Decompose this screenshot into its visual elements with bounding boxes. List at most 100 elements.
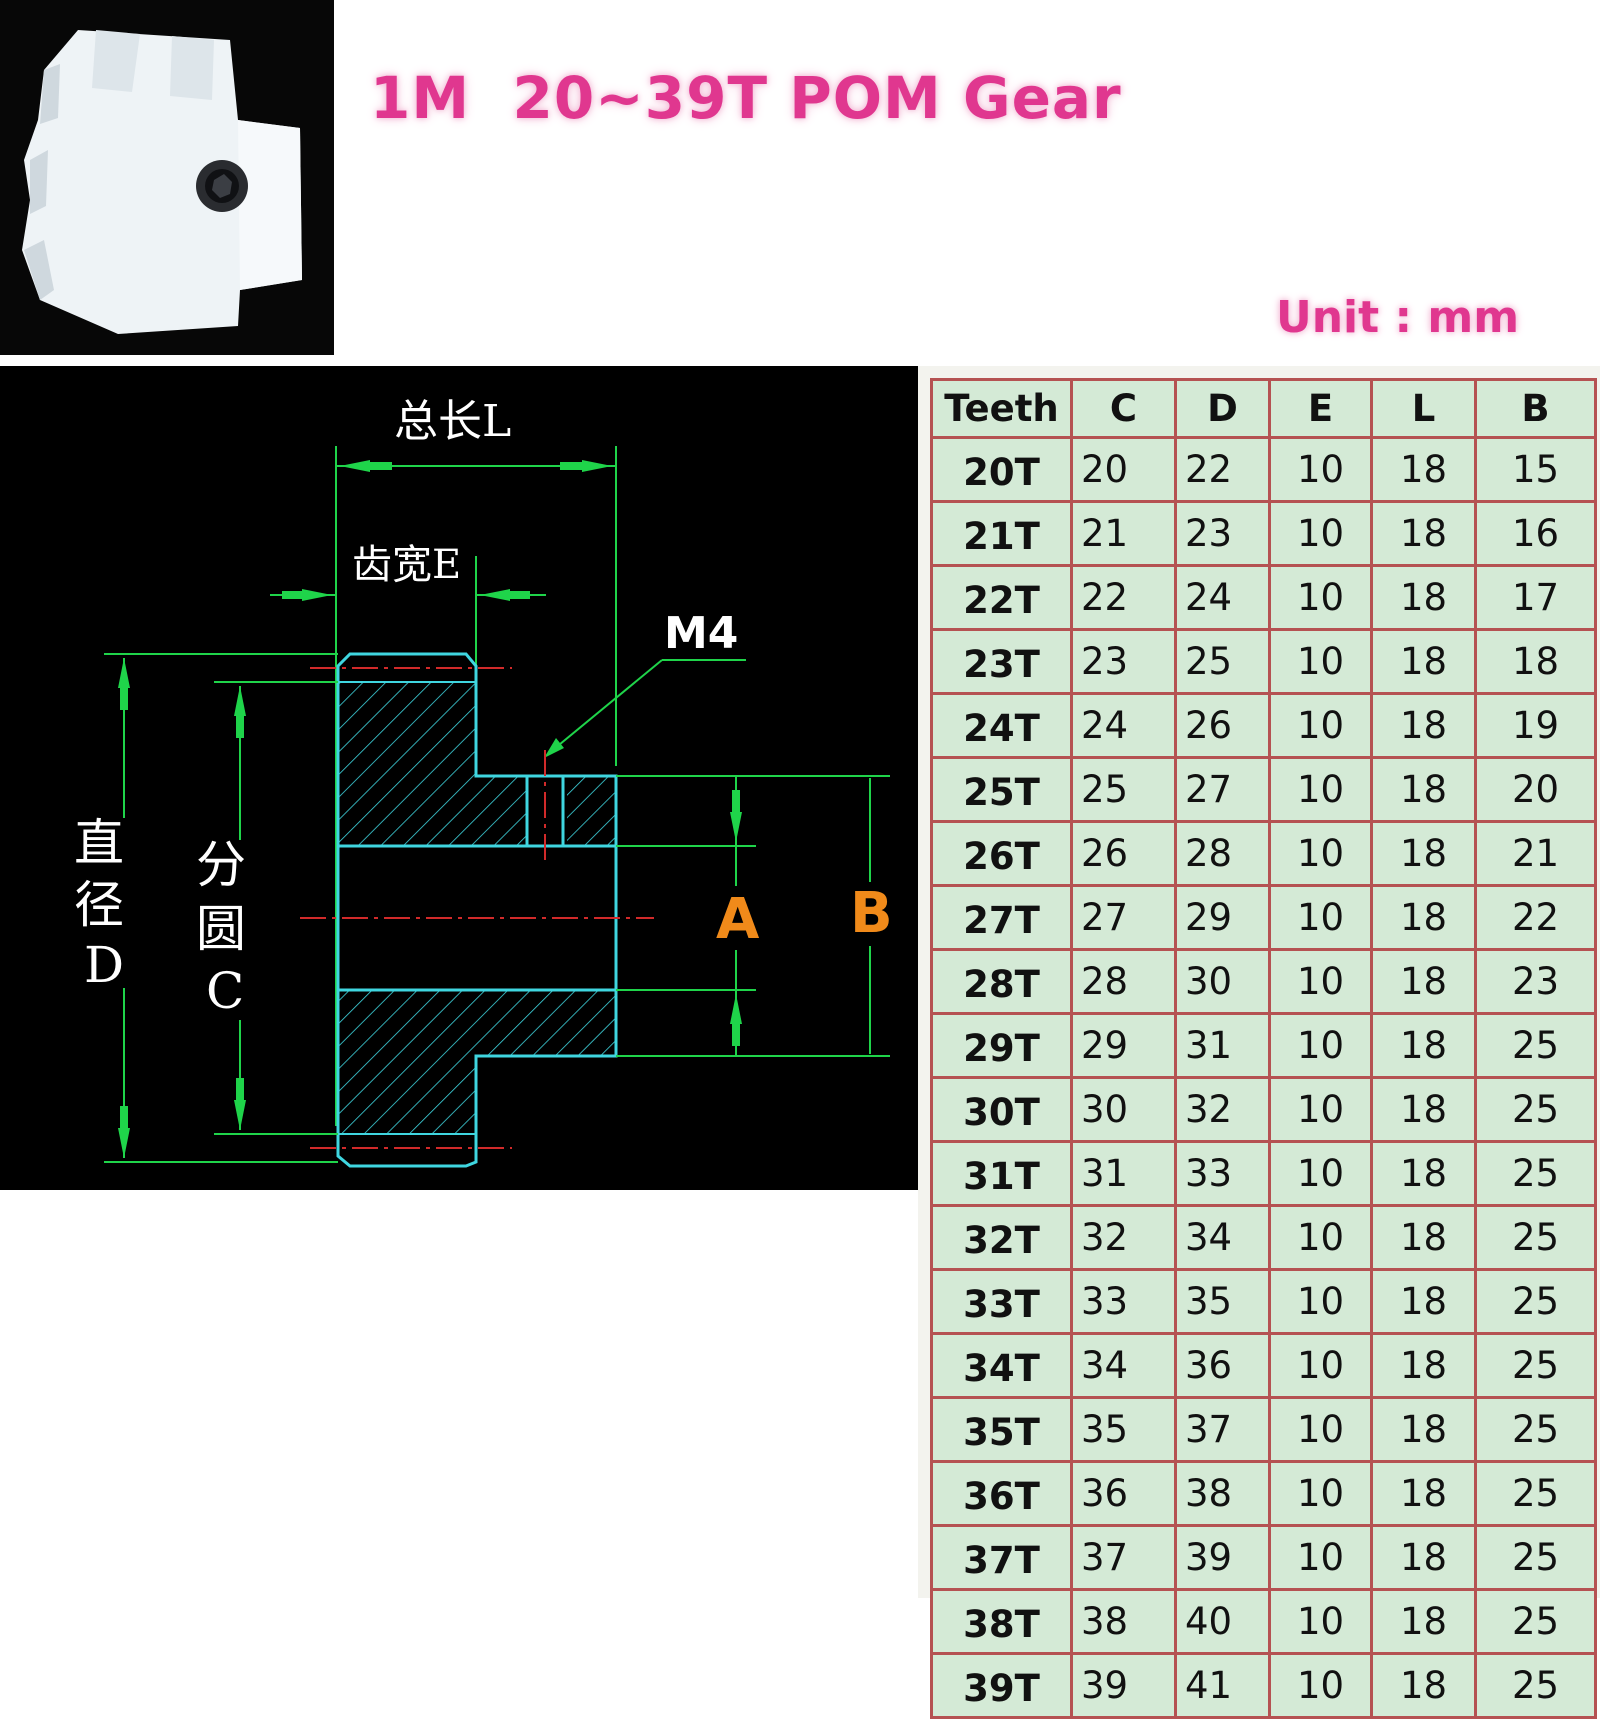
cell-d: 26 xyxy=(1174,692,1271,759)
cell-c: 39 xyxy=(1070,1652,1177,1719)
dimension-a: A xyxy=(616,776,760,1056)
cell-e: 10 xyxy=(1268,884,1373,951)
header-teeth: Teeth xyxy=(930,378,1073,439)
dimension-pitch: 分 圆 C xyxy=(192,681,338,1135)
cell-e: 10 xyxy=(1268,1012,1373,1079)
cell-teeth: 23T xyxy=(930,628,1073,695)
cell-c: 25 xyxy=(1070,756,1177,823)
dimension-tooth-width: 齿宽E xyxy=(270,542,546,666)
cell-d: 37 xyxy=(1174,1396,1271,1463)
cell-teeth: 21T xyxy=(930,500,1073,567)
cell-d: 34 xyxy=(1174,1204,1271,1271)
center-lines xyxy=(300,667,654,1149)
cell-c: 32 xyxy=(1070,1204,1177,1271)
product-photo xyxy=(0,0,334,355)
cell-e: 10 xyxy=(1268,628,1373,695)
cell-c: 22 xyxy=(1070,564,1177,631)
cell-d: 31 xyxy=(1174,1012,1271,1079)
cell-e: 10 xyxy=(1268,1460,1373,1527)
cell-d: 25 xyxy=(1174,628,1271,695)
dimension-diameter: 直 径 D xyxy=(72,653,338,1163)
cell-d: 41 xyxy=(1174,1652,1271,1719)
cell-b: 25 xyxy=(1474,1076,1597,1143)
cell-teeth: 31T xyxy=(930,1140,1073,1207)
cell-l: 18 xyxy=(1370,1268,1477,1335)
cell-l: 18 xyxy=(1370,1140,1477,1207)
cell-e: 10 xyxy=(1268,500,1373,567)
cell-l: 18 xyxy=(1370,500,1477,567)
label-pitch-1: 分 xyxy=(196,836,246,894)
cell-c: 31 xyxy=(1070,1140,1177,1207)
header-e: E xyxy=(1268,378,1373,439)
cell-teeth: 39T xyxy=(930,1652,1073,1719)
cell-teeth: 24T xyxy=(930,692,1073,759)
cell-d: 40 xyxy=(1174,1588,1271,1655)
cell-e: 10 xyxy=(1268,948,1373,1015)
cell-c: 36 xyxy=(1070,1460,1177,1527)
label-pitch-2: 圆 xyxy=(196,900,246,958)
cell-c: 21 xyxy=(1070,500,1177,567)
cell-l: 18 xyxy=(1370,1588,1477,1655)
label-b: B xyxy=(850,881,893,946)
cell-d: 35 xyxy=(1174,1268,1271,1335)
cell-d: 27 xyxy=(1174,756,1271,823)
cell-b: 17 xyxy=(1474,564,1597,631)
cell-d: 28 xyxy=(1174,820,1271,887)
cell-c: 24 xyxy=(1070,692,1177,759)
cell-d: 24 xyxy=(1174,564,1271,631)
cell-b: 25 xyxy=(1474,1460,1597,1527)
label-screw: M4 xyxy=(664,608,738,659)
cell-e: 10 xyxy=(1268,1268,1373,1335)
cell-e: 10 xyxy=(1268,692,1373,759)
cell-l: 18 xyxy=(1370,948,1477,1015)
cell-b: 25 xyxy=(1474,1012,1597,1079)
cell-d: 38 xyxy=(1174,1460,1271,1527)
unit-label: Unit : mm xyxy=(1276,292,1520,343)
cell-d: 30 xyxy=(1174,948,1271,1015)
cell-c: 28 xyxy=(1070,948,1177,1015)
cell-e: 10 xyxy=(1268,1204,1373,1271)
cell-d: 39 xyxy=(1174,1524,1271,1591)
label-diameter-2: 径 xyxy=(74,876,124,934)
header-l: L xyxy=(1370,378,1477,439)
cell-l: 18 xyxy=(1370,1076,1477,1143)
label-total-length: 总长L xyxy=(394,396,511,447)
cell-l: 18 xyxy=(1370,756,1477,823)
cell-d: 22 xyxy=(1174,436,1271,503)
cell-l: 18 xyxy=(1370,436,1477,503)
cell-d: 33 xyxy=(1174,1140,1271,1207)
cell-c: 27 xyxy=(1070,884,1177,951)
cell-teeth: 38T xyxy=(930,1588,1073,1655)
cell-teeth: 26T xyxy=(930,820,1073,887)
cell-e: 10 xyxy=(1268,1524,1373,1591)
cell-l: 18 xyxy=(1370,692,1477,759)
cell-teeth: 29T xyxy=(930,1012,1073,1079)
header-c: C xyxy=(1070,378,1177,439)
cell-teeth: 36T xyxy=(930,1460,1073,1527)
cell-c: 26 xyxy=(1070,820,1177,887)
cell-b: 22 xyxy=(1474,884,1597,951)
cell-l: 18 xyxy=(1370,1012,1477,1079)
table-header-row: Teeth C D E L B xyxy=(930,378,1597,439)
header-d: D xyxy=(1174,378,1271,439)
gear-section xyxy=(336,652,618,1168)
cell-e: 10 xyxy=(1268,1332,1373,1399)
cell-e: 10 xyxy=(1268,1396,1373,1463)
label-pitch-3: C xyxy=(206,962,244,1020)
cell-l: 18 xyxy=(1370,1524,1477,1591)
cell-c: 34 xyxy=(1070,1332,1177,1399)
